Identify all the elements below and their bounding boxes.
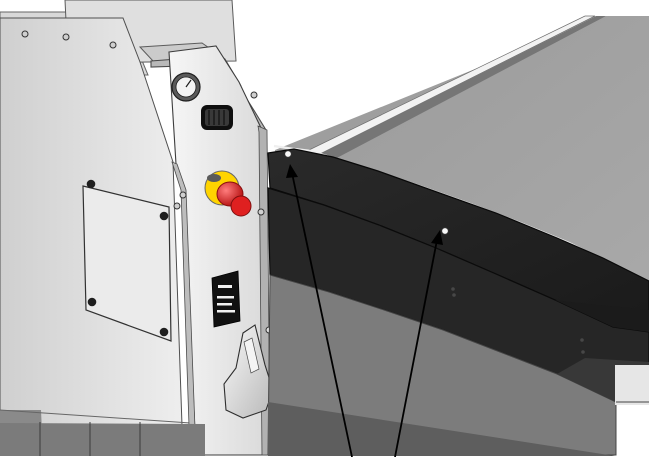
bottom-area <box>0 402 615 456</box>
callout-arrow-left-line <box>291 172 353 457</box>
left-frame-hole <box>284 150 292 158</box>
floor-right <box>615 365 649 405</box>
callout-arrow-right-line <box>394 239 438 457</box>
cabinet-bottom-shadow <box>0 423 205 456</box>
cabinet-screw-3 <box>109 41 117 49</box>
service-plate-screw-bottom-right <box>159 327 169 337</box>
info-label-line-3 <box>217 303 232 306</box>
lever-handle-highlight <box>243 337 260 374</box>
pressure-gauge <box>171 72 201 102</box>
table-rail-shadow <box>286 16 606 180</box>
lever-handle <box>223 324 284 419</box>
lever-handle-body <box>223 324 274 419</box>
emergency-stop-button-cap <box>230 195 252 217</box>
cabinet-screw-4 <box>173 202 181 210</box>
column-screw-3 <box>250 91 258 99</box>
frame-bolt-4 <box>581 350 585 354</box>
service-plate-screw-top-right <box>159 211 169 221</box>
front-frame <box>267 148 649 456</box>
column-screw-2 <box>257 208 265 216</box>
information-label <box>211 270 241 328</box>
right-frame-hole <box>441 227 449 235</box>
emergency-stop <box>204 170 252 217</box>
left-cabinet <box>0 17 206 456</box>
cabinet-screw-1 <box>21 30 29 38</box>
info-label-line-4 <box>217 310 235 313</box>
pressure-gauge-needle <box>185 79 192 88</box>
callout-arrow-left-head <box>286 164 298 178</box>
front-frame-right-shadow <box>555 300 649 332</box>
info-label-line-1 <box>218 285 232 288</box>
frame-bolt-2 <box>452 293 456 297</box>
service-plate <box>82 185 172 342</box>
callout-arrows <box>286 164 443 457</box>
cabinet-base-line <box>0 409 206 425</box>
service-plate-screw-bottom-left <box>87 297 97 307</box>
frame-bolt-1 <box>451 287 455 291</box>
cabinet-screw-2 <box>62 33 70 41</box>
bottom-shadow <box>268 402 615 456</box>
info-label-line-2 <box>217 296 234 299</box>
callout-arrow-right-head <box>431 230 443 245</box>
rotary-knob <box>201 105 233 130</box>
info-label-plate <box>211 270 241 328</box>
column-screw-1 <box>179 191 187 199</box>
frame-bolt-3 <box>580 338 584 342</box>
emergency-stop-marking <box>207 174 221 182</box>
rotary-knob-face <box>205 109 229 126</box>
service-plate-screw-top-left <box>86 179 96 189</box>
